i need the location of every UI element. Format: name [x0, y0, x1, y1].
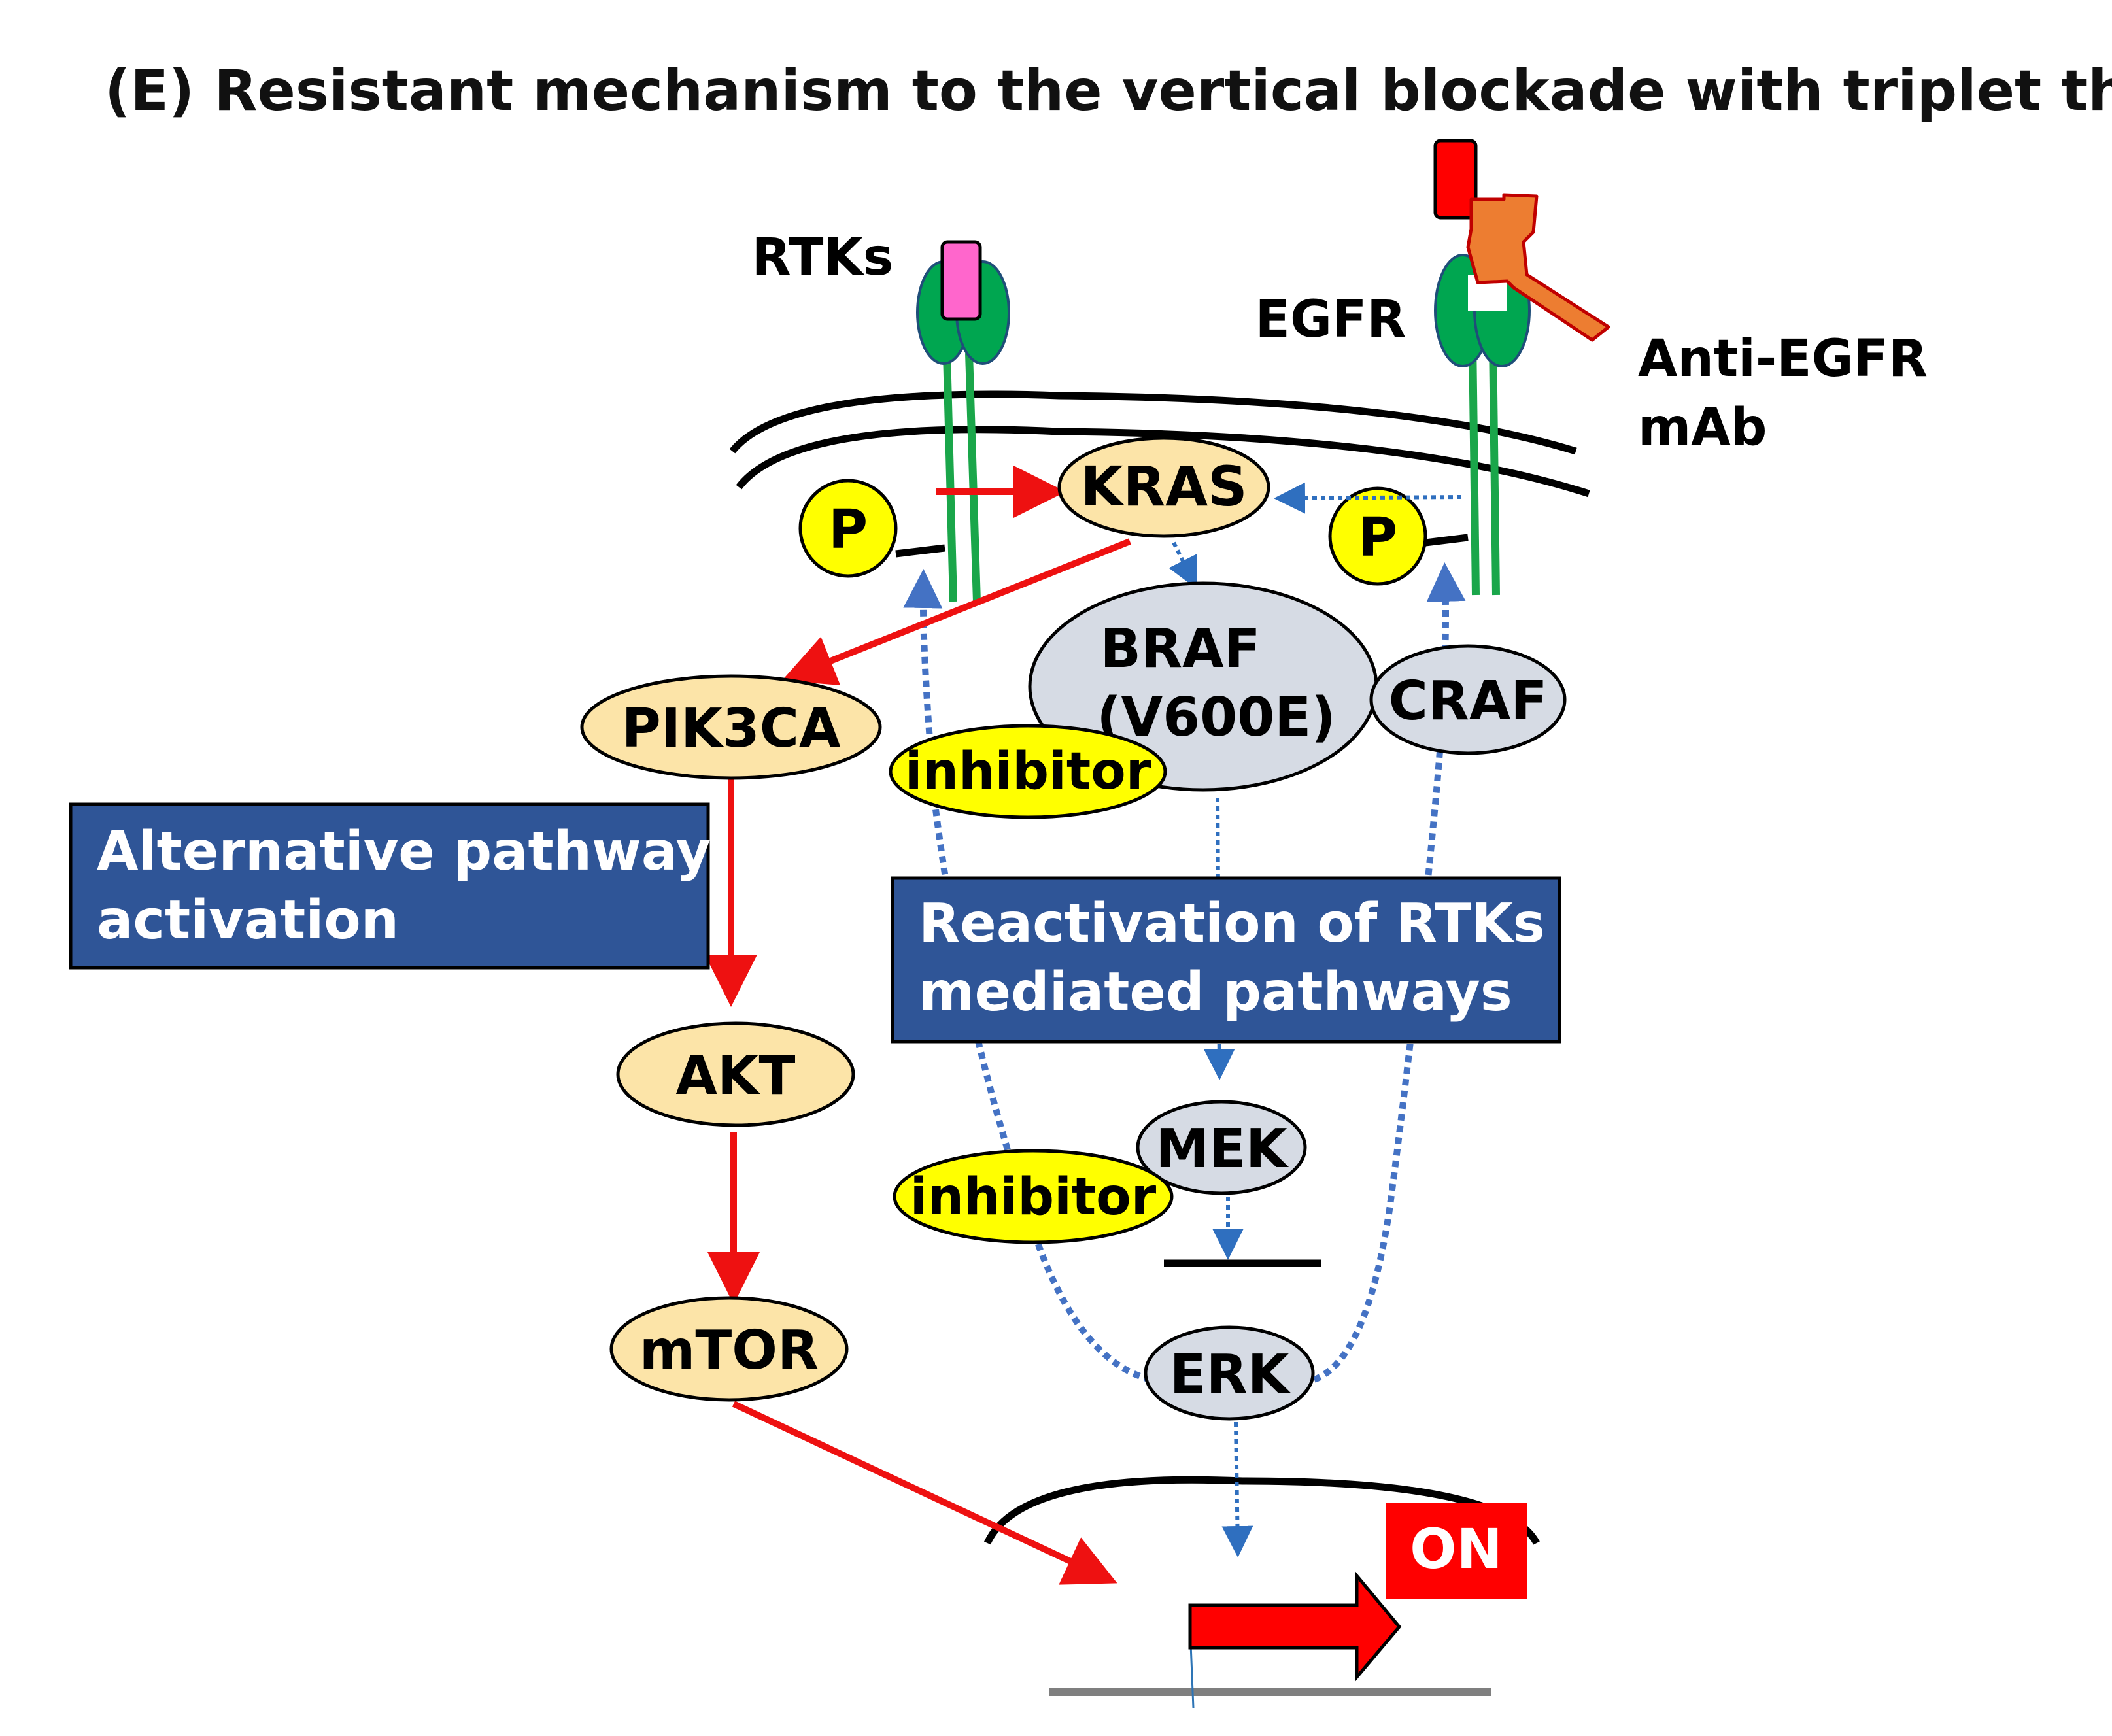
mek-inhibitor: inhibitor [893, 1149, 1174, 1244]
phospho-left: P [798, 479, 898, 578]
kras-node: KRAS [1057, 436, 1270, 538]
svg-text:P: P [828, 499, 868, 561]
mek-node: MEK [1136, 1100, 1307, 1195]
alternative-pathway-box: Alternative pathway activation [69, 802, 711, 970]
red-arrows [705, 466, 1131, 1585]
svg-text:PIK3CA: PIK3CA [622, 698, 841, 760]
rtks-label: RTKs [752, 228, 894, 287]
svg-text:(V600E): (V600E) [1097, 687, 1336, 749]
craf-node: CRAF [1369, 644, 1567, 755]
svg-text:mTOR: mTOR [639, 1319, 819, 1382]
svg-text:MEK: MEK [1155, 1118, 1289, 1180]
rtk-ligand [940, 240, 982, 321]
svg-text:KRAS: KRAS [1080, 454, 1247, 519]
svg-text:inhibitor: inhibitor [910, 1168, 1157, 1227]
svg-text:mediated pathways: mediated pathways [919, 961, 1512, 1023]
cell-membrane [729, 390, 1590, 498]
anti-egfr-antibody [1433, 139, 1610, 342]
reactivation-box: Reactivation of RTKs mediated pathways [891, 876, 1561, 1044]
svg-text:activation: activation [97, 889, 399, 951]
svg-text:Alternative pathway: Alternative pathway [97, 821, 711, 883]
transcription-arrow [1188, 1571, 1402, 1682]
svg-text:BRAF: BRAF [1100, 618, 1260, 680]
anti-egfr-label-2: mAb [1638, 398, 1767, 457]
mtor-node: mTOR [609, 1296, 849, 1402]
akt-node: AKT [616, 1021, 855, 1127]
braf-inhibitor: inhibitor [889, 724, 1167, 819]
p-tail-left [895, 544, 945, 558]
figure-title: (E) Resistant mechanism to the vertical … [105, 58, 2112, 124]
svg-text:inhibitor: inhibitor [905, 742, 1151, 801]
svg-text:CRAF: CRAF [1389, 670, 1548, 732]
p-tail-right [1425, 534, 1469, 547]
pik3ca-node: PIK3CA [580, 674, 882, 780]
erk-node: ERK [1144, 1325, 1315, 1421]
svg-text:P: P [1358, 507, 1397, 569]
on-badge [1386, 1503, 1527, 1599]
on-label: ON [1410, 1517, 1503, 1581]
phospho-right: P [1328, 486, 1427, 586]
svg-text:ERK: ERK [1170, 1344, 1291, 1406]
svg-text:AKT: AKT [676, 1045, 796, 1107]
svg-text:Reactivation of RTKs: Reactivation of RTKs [919, 893, 1545, 955]
anti-egfr-label: Anti-EGFR [1638, 330, 1928, 388]
egfr-label: EGFR [1255, 290, 1406, 349]
